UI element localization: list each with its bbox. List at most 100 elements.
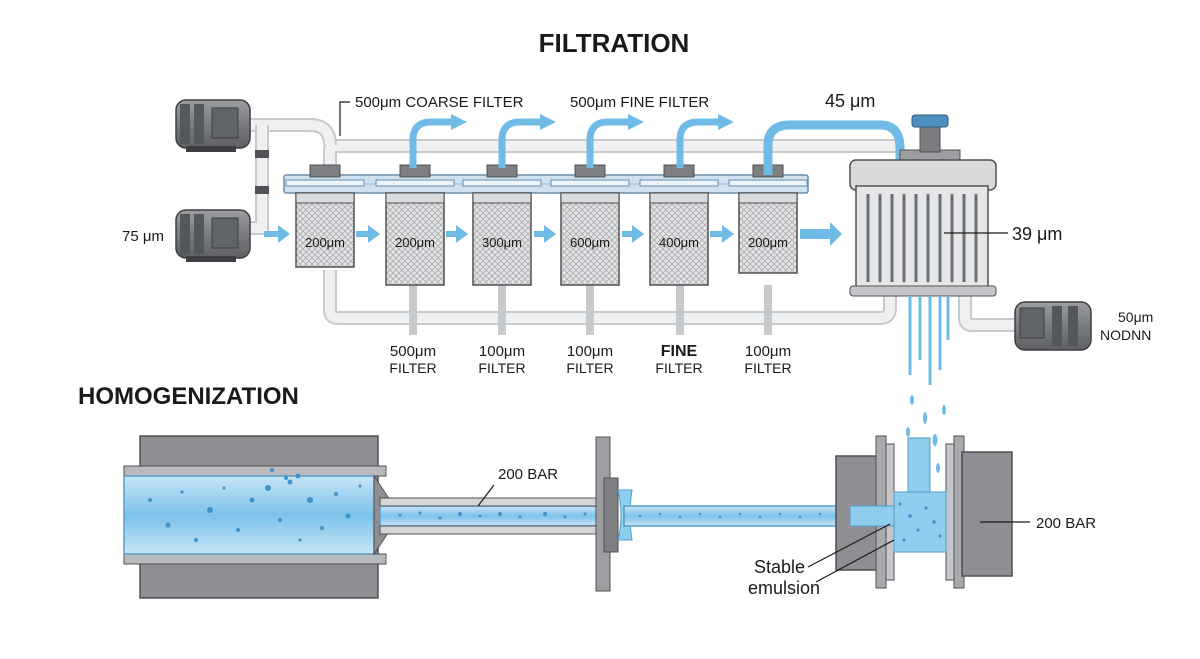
filtration-title: FILTRATION xyxy=(539,28,690,58)
bubble xyxy=(778,512,782,516)
homogenizer-cylinder xyxy=(123,435,391,599)
result-label-line1: Stable xyxy=(754,557,805,577)
bubble xyxy=(284,476,288,480)
right-pump-label-1: 50μm xyxy=(1118,309,1153,325)
filter-cartridge: 200μm xyxy=(375,164,455,286)
final-filter-housing xyxy=(849,114,997,297)
bubble xyxy=(222,486,226,490)
bubble xyxy=(543,512,547,516)
final-filter-label: 45 μm xyxy=(825,91,875,111)
drain-stubs xyxy=(409,285,772,335)
bubble xyxy=(278,518,282,522)
cartridge-label: 200μm xyxy=(748,235,788,250)
bubble xyxy=(902,538,906,542)
return-pipes xyxy=(245,118,1015,332)
bubble xyxy=(798,515,802,519)
bubble xyxy=(194,538,198,542)
bottom-label-line2: FILTER xyxy=(389,360,436,376)
bottom-label-line1: 500μm xyxy=(390,343,436,360)
bubble xyxy=(165,522,171,528)
filter-cartridge: 200μm xyxy=(728,164,808,274)
result-leader-1 xyxy=(807,523,891,568)
outlet-flow-arrows xyxy=(409,114,734,168)
final-flow-pipe xyxy=(763,120,905,175)
bubble xyxy=(236,528,240,532)
bottom-label-line2: FILTER xyxy=(655,360,702,376)
flow-arrow xyxy=(710,225,734,243)
homogenizer-valve xyxy=(595,436,633,592)
bubble xyxy=(358,484,362,488)
bubble xyxy=(307,497,313,503)
outlet-arrowhead xyxy=(540,114,556,130)
bubble xyxy=(638,514,642,518)
outlet-arrowhead xyxy=(451,114,467,130)
bubble xyxy=(398,513,402,517)
bubble xyxy=(818,512,822,516)
bottom-label-line1: 100μm xyxy=(567,343,613,360)
bubble xyxy=(678,515,682,519)
bubble xyxy=(249,497,255,503)
cartridge-label: 200μm xyxy=(305,235,345,250)
bubble xyxy=(698,512,702,516)
pressure-label-head: 200 BAR xyxy=(1036,515,1096,532)
bubble xyxy=(320,526,324,530)
flow-arrow xyxy=(356,225,380,243)
coarse-filter-leader xyxy=(339,101,350,136)
outlet-arrowhead xyxy=(628,114,644,130)
high-pressure-line xyxy=(623,505,851,527)
cartridge-label: 300μm xyxy=(482,235,522,250)
cartridge-label: 600μm xyxy=(570,235,610,250)
bubble xyxy=(265,485,271,491)
pump-motor-top xyxy=(175,99,251,152)
bottom-label-line2: FILTER xyxy=(478,360,525,376)
bubble xyxy=(345,513,351,519)
falling-water-streams xyxy=(908,296,950,385)
outlet-arrowhead xyxy=(718,114,734,130)
filter-cartridges: 200μm 200μm 300μm 600μm 400μm 200μm xyxy=(285,164,808,286)
bubble xyxy=(180,490,184,494)
outlet-arrow xyxy=(409,118,453,168)
bubble xyxy=(658,512,662,516)
emulsion-bubbles xyxy=(148,468,942,542)
homogenization-title: HOMOGENIZATION xyxy=(78,383,299,410)
bubble xyxy=(498,512,502,516)
flow-arrow xyxy=(534,225,556,243)
inlet-size-label: 75 μm xyxy=(122,228,164,245)
bubble xyxy=(295,473,301,479)
filter-cartridge: 600μm xyxy=(550,164,630,286)
bubble xyxy=(518,515,522,519)
flow-arrow xyxy=(622,225,644,243)
bubble xyxy=(458,512,462,516)
flow-arrow xyxy=(446,225,468,243)
bubble xyxy=(270,468,274,472)
outlet-arrow xyxy=(586,118,630,168)
bubble xyxy=(916,528,920,532)
bubble xyxy=(418,511,422,515)
bottom-filter-labels: 500μmFILTER100μmFILTER100μmFILTERFINEFIL… xyxy=(389,343,791,376)
bottom-label-line1: 100μm xyxy=(745,343,791,360)
bubble xyxy=(298,538,302,542)
pipe-clamps xyxy=(255,150,269,194)
bottom-label-line1: FINE xyxy=(661,343,698,360)
bubble xyxy=(758,515,762,519)
housing-size-label: 39 μm xyxy=(1012,224,1062,244)
cartridge-label: 400μm xyxy=(659,235,699,250)
coarse-filter-label: 500μm COARSE FILTER xyxy=(355,94,524,111)
pressure-label-tube: 200 BAR xyxy=(498,466,558,483)
bubble xyxy=(583,512,587,516)
bubble xyxy=(148,498,152,502)
pressure-leader-tube xyxy=(477,484,495,507)
bubble xyxy=(908,514,912,518)
filter-cartridge: 400μm xyxy=(639,164,719,286)
result-leader-2 xyxy=(815,539,895,583)
bottom-label-line1: 100μm xyxy=(479,343,525,360)
bubble xyxy=(738,512,742,516)
bubble xyxy=(924,506,928,510)
bubble xyxy=(898,502,902,506)
bubble xyxy=(563,515,567,519)
bubble xyxy=(287,479,293,485)
right-pump-label-2: NODNN xyxy=(1100,327,1151,343)
bottom-label-line2: FILTER xyxy=(744,360,791,376)
